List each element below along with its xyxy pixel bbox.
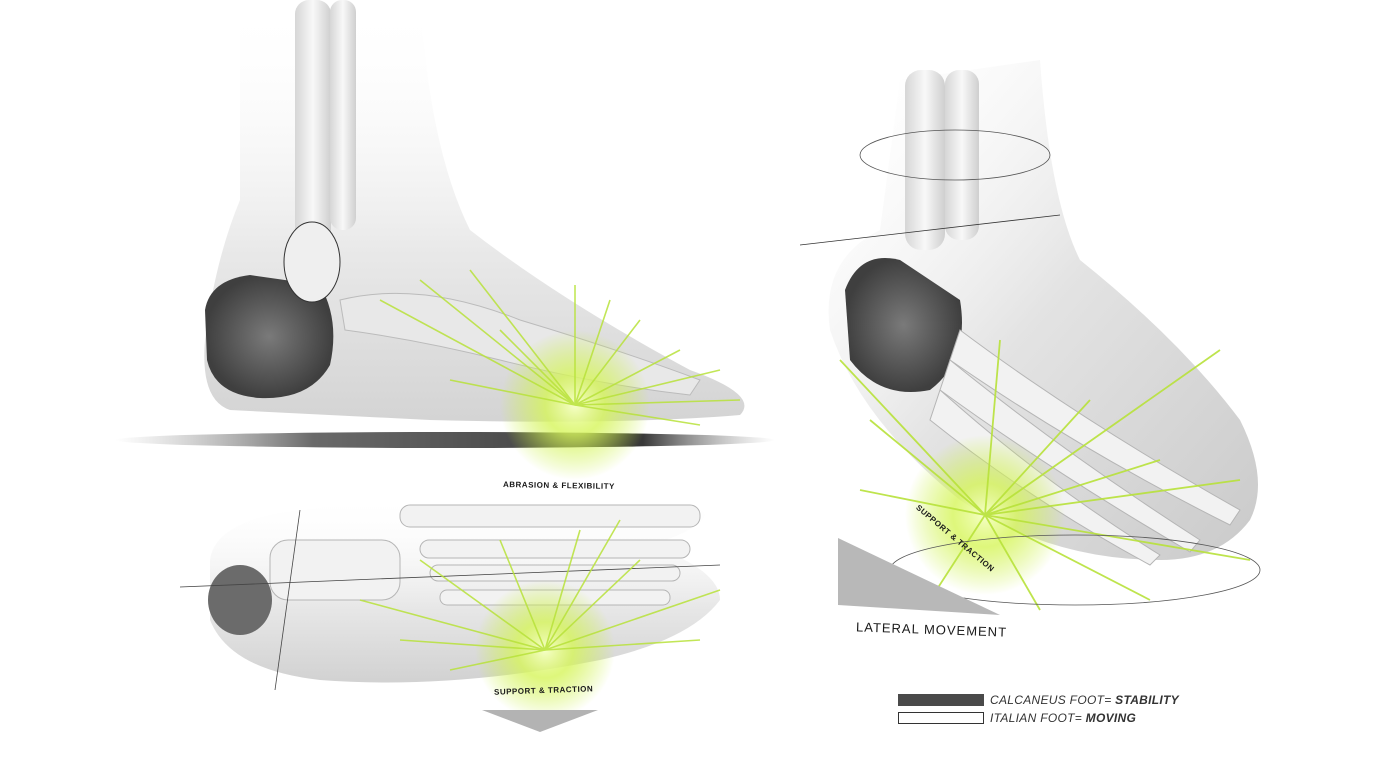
top-heel bbox=[208, 565, 272, 635]
angled-traction-fibers bbox=[839, 339, 1251, 611]
abrasion-label: ABRASION & FLEXIBILITY bbox=[502, 480, 615, 491]
down-arrow bbox=[482, 710, 598, 732]
heel-bone bbox=[205, 275, 334, 399]
angled-view-foot bbox=[799, 60, 1261, 615]
top-traction-fibers bbox=[359, 519, 721, 671]
top-view-foot bbox=[179, 494, 721, 732]
legend-text: ITALIAN FOOT= MOVING bbox=[990, 711, 1137, 725]
legend-item-moving: ITALIAN FOOT= MOVING bbox=[898, 711, 1136, 725]
axis-line-v bbox=[274, 509, 301, 691]
floor-shadow bbox=[115, 432, 775, 448]
legend-swatch-light bbox=[898, 712, 984, 724]
fibula-bone bbox=[330, 0, 356, 230]
legend-text: CALCANEUS FOOT= STABILITY bbox=[990, 693, 1179, 707]
angled-tibia bbox=[905, 70, 945, 250]
talus-joint bbox=[283, 221, 341, 303]
legend-item-stability: CALCANEUS FOOT= STABILITY bbox=[898, 693, 1179, 707]
rotation-ring-top bbox=[859, 129, 1051, 181]
side-view-foot bbox=[115, 0, 775, 480]
lateral-arrow bbox=[838, 538, 1000, 615]
ankle-axis bbox=[799, 214, 1061, 246]
angled-heel bbox=[845, 258, 962, 392]
tibia-bone bbox=[295, 0, 331, 250]
legend-swatch-dark bbox=[898, 694, 984, 706]
angled-fibula bbox=[945, 70, 979, 240]
traction-fibers bbox=[379, 269, 741, 426]
